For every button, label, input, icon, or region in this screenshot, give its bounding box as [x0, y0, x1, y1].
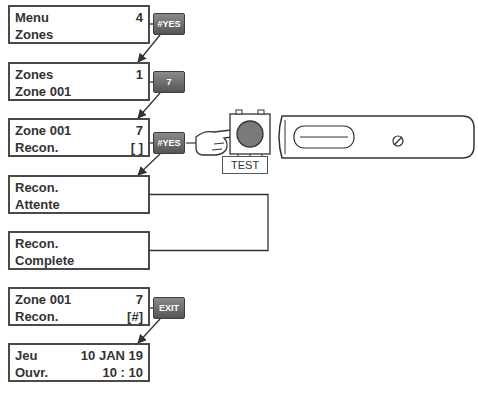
key-label: #YES — [157, 138, 180, 148]
key-label: 7 — [166, 77, 171, 87]
connector-line — [150, 195, 268, 251]
keypad-key: EXIT — [153, 297, 185, 319]
flow-arrow — [138, 154, 160, 175]
screen-text: [ ] — [131, 140, 143, 155]
screen-text: Zone 001 — [15, 84, 71, 99]
test-button-symbol — [230, 110, 270, 160]
screen-text: [#] — [127, 309, 143, 324]
screen-text: Recon. — [15, 140, 58, 155]
lcd-screen: Zones 1Zone 001 — [8, 62, 150, 101]
screen-text: 10 : 10 — [103, 365, 143, 380]
screen-text: 7 — [136, 292, 143, 307]
screen-text: 1 — [136, 67, 143, 82]
lcd-screen: Zone 001 7Recon. [ ] — [8, 118, 150, 157]
screen-text: Zones — [15, 67, 53, 82]
lcd-screen: Zone 001 7Recon. [#] — [8, 287, 150, 326]
lcd-screen: Recon. Attente — [8, 175, 150, 214]
keypad-key: #YES — [153, 132, 185, 154]
screen-text: Recon. — [15, 309, 58, 324]
screen-text: 4 — [136, 10, 143, 25]
screen-text: Complete — [15, 253, 74, 268]
keypad-key: 7 — [153, 71, 185, 93]
screen-text: Zones — [15, 27, 53, 42]
screen-text: 10 JAN 19 — [81, 348, 143, 363]
screen-text: Zone 001 — [15, 292, 71, 307]
screen-text: Ouvr. — [15, 365, 48, 380]
button-caption: TEST — [222, 156, 268, 174]
screen-text: Menu — [15, 10, 49, 25]
key-label: EXIT — [159, 303, 179, 313]
keypad-key: #YES — [153, 13, 185, 35]
screen-text: Attente — [15, 197, 60, 212]
key-label: #YES — [157, 19, 180, 29]
screen-text: 7 — [136, 123, 143, 138]
lcd-screen: Jeu 10 JAN 19 Ouvr. 10 : 10 — [8, 343, 150, 382]
screen-text: Recon. — [15, 236, 58, 251]
screen-text: Jeu — [15, 348, 37, 363]
lcd-screen: Menu 4Zones — [8, 5, 150, 44]
detector-body — [279, 116, 474, 158]
screen-text: Zone 001 — [15, 123, 71, 138]
lcd-screen: Recon. Complete — [8, 231, 150, 270]
screen-text: Recon. — [15, 180, 58, 195]
